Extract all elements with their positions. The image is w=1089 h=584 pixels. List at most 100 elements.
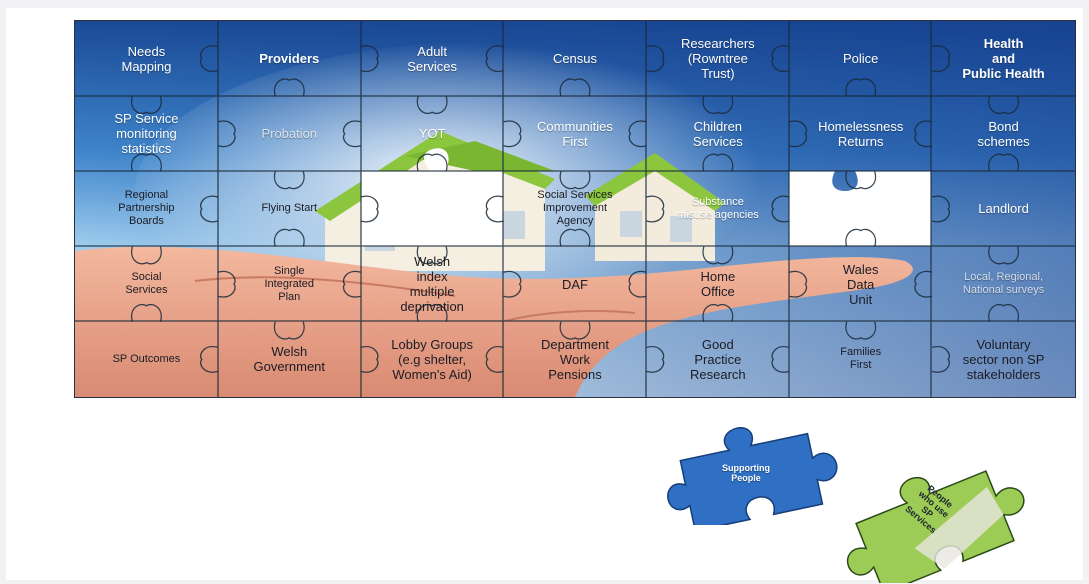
puzzle-knob [931,195,950,223]
puzzle-knob [702,96,734,115]
puzzle-piece-department-work-pensions: Department Work Pensions [504,322,647,397]
puzzle-knob [789,270,808,298]
puzzle-knob [845,171,877,190]
puzzle-piece-label: Welsh Government [253,344,326,375]
puzzle-knob [914,270,933,298]
puzzle-piece-label: Good Practice Research [690,336,746,382]
puzzle-piece-providers: Providers [218,21,361,96]
puzzle-knob [988,303,1020,322]
puzzle-piece-label: Health and Public Health [962,36,1045,82]
puzzle-piece-social-services-improvement: Social Services Improvement Agency [504,171,647,246]
puzzle-knob [130,153,162,172]
puzzle-piece-children-services: Children Services [646,96,789,171]
loose-piece-blue [667,427,838,525]
puzzle-knob [200,45,219,73]
puzzle-piece-label: Home Office [700,269,736,300]
puzzle-piece-needs-mapping: Needs Mapping [75,21,218,96]
puzzle-piece-label: Adult Services [407,43,458,74]
puzzle-piece-homelessness-returns: Homelessness Returns [789,96,932,171]
puzzle-knob [789,120,808,148]
puzzle-knob [273,171,305,190]
puzzle-knob [771,195,790,223]
puzzle-piece-landlord: Landlord [932,171,1075,246]
puzzle-piece-voluntary-sector: Voluntary sector non SP stakeholders [932,322,1075,397]
puzzle-knob [200,345,219,373]
puzzle-knob [503,270,522,298]
puzzle-piece-families-first: Families First [789,322,932,397]
puzzle-piece-wales-data-unit: Wales Data Unit [789,247,932,322]
puzzle-piece-label: SP Outcomes [112,352,181,365]
puzzle-knob [130,303,162,322]
puzzle-piece-adult-services: Adult Services [361,21,504,96]
puzzle-piece-sp-service-monitoring: SP Service monitoring statistics [75,96,218,171]
puzzle-piece-label: DAF [561,276,588,292]
puzzle-piece-regional-partnership: Regional Partnership Boards [75,171,218,246]
puzzle-piece-label: Census [552,51,598,67]
puzzle-piece-label: Probation [261,126,318,142]
puzzle-knob [130,96,162,115]
puzzle-piece-census: Census [504,21,647,96]
puzzle-piece-label: Single Integrated Plan [264,264,315,303]
puzzle-piece-daf: DAF [504,247,647,322]
puzzle-piece-label: Social Services [125,271,168,297]
puzzle-piece-substance-misuse: Substance misuse agencies [646,171,789,246]
puzzle-knob [988,246,1020,265]
puzzle-knob [559,78,591,97]
puzzle-knob [771,45,790,73]
puzzle-knob [342,270,361,298]
puzzle-knob [360,345,379,373]
puzzle-knob [702,303,734,322]
puzzle-piece-label: Landlord [978,201,1029,217]
puzzle-piece-social-services: Social Services [75,247,218,322]
puzzle-knob [702,153,734,172]
puzzle-knob [771,345,790,373]
puzzle-knob [914,120,933,148]
puzzle-piece-local-regional-surveys: Local, Regional, National surveys [932,247,1075,322]
puzzle-piece-label: Providers [259,51,320,67]
puzzle-knob [200,195,219,223]
puzzle-knob [416,303,448,322]
puzzle-knob [485,195,504,223]
puzzle-board: Needs Mapping Providers Adult Services Cens… [74,20,1076,398]
frame-top [0,0,1089,8]
puzzle-knob [931,345,950,373]
puzzle-knob [559,321,591,340]
puzzle-piece-welsh-index: Welsh index multiple deprivation [361,247,504,322]
puzzle-piece-good-practice-research: Good Practice Research [646,322,789,397]
puzzle-knob [988,96,1020,115]
puzzle-piece-label: Wales Data Unit [842,261,879,307]
puzzle-knob [485,345,504,373]
puzzle-knob [130,246,162,265]
puzzle-piece-label: Needs Mapping [121,43,172,74]
puzzle-piece-communities-first: Communities First [504,96,647,171]
puzzle-piece-probation: Probation [218,96,361,171]
puzzle-knob [217,270,236,298]
puzzle-knob [416,153,448,172]
puzzle-knob [559,171,591,190]
puzzle-piece-label: Regional Partnership Boards [118,189,175,228]
puzzle-piece-sp-outcomes: SP Outcomes [75,322,218,397]
puzzle-piece-label: Department Work Pensions [541,336,609,382]
puzzle-knob [360,195,379,223]
puzzle-piece-label: Police [842,51,879,67]
puzzle-piece-label: Voluntary sector non SP stakeholders [962,336,1045,382]
puzzle-piece-label: Families First [840,346,882,372]
puzzle-knob [273,321,305,340]
puzzle-knob [931,45,950,73]
puzzle-piece-label: Researchers (Rowntree Trust) [680,36,755,82]
puzzle-background-art [75,21,1075,397]
puzzle-piece-label: Bond schemes [977,118,1030,149]
puzzle-knob [702,246,734,265]
puzzle-knob [646,345,665,373]
puzzle-piece-label: Flying Start [261,202,318,215]
loose-piece-green [846,470,1025,583]
puzzle-piece-health: Health and Public Health [932,21,1075,96]
puzzle-knob [988,153,1020,172]
puzzle-knob [628,270,647,298]
puzzle-piece-flying-start: Flying Start [218,171,361,246]
loose-piece-blue-label: Supporting People [722,463,770,483]
frame-left [0,0,6,584]
puzzle-piece-label: Welsh index multiple deprivation [400,254,464,315]
puzzle-knob [646,195,665,223]
puzzle-knob [273,228,305,247]
